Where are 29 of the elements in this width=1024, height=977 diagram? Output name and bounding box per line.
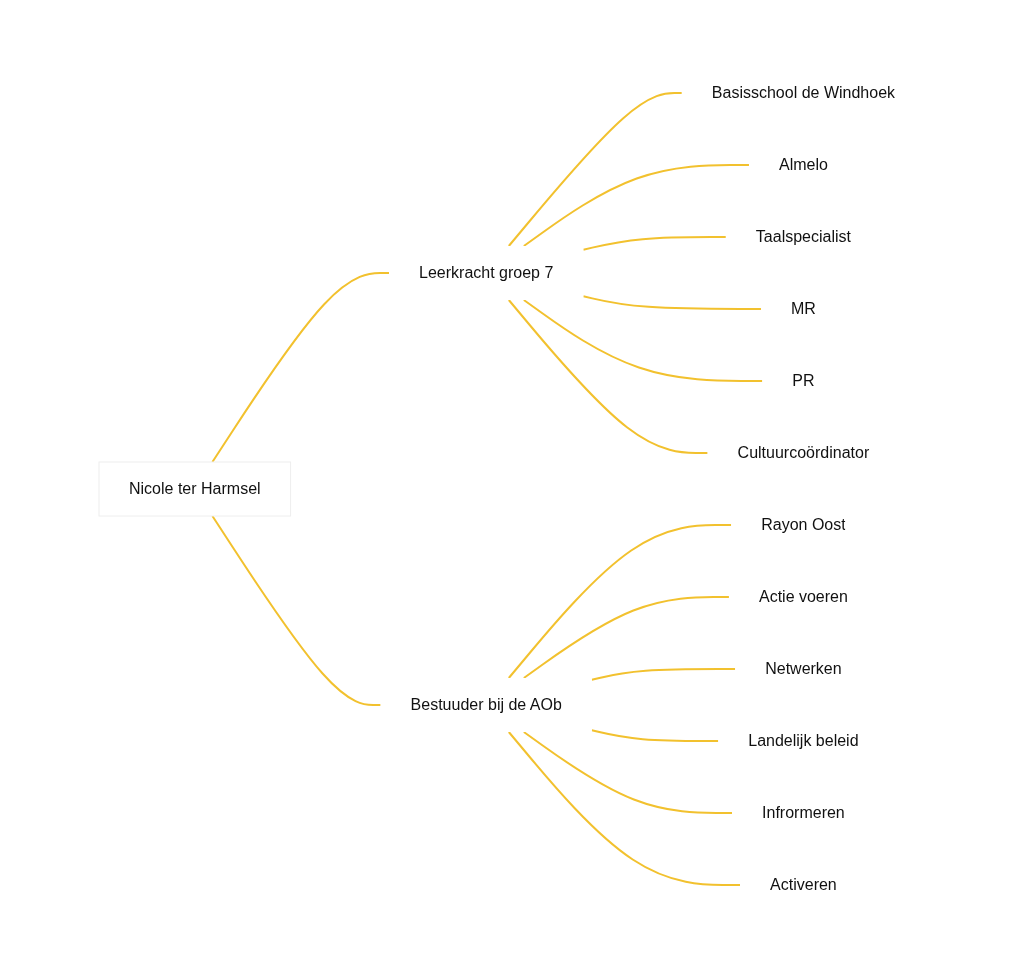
node-text: Landelijk beleid — [748, 731, 859, 749]
connector — [522, 595, 730, 679]
connector — [507, 298, 709, 454]
connector — [582, 294, 762, 310]
node-text: Leerkracht groep 7 — [419, 263, 554, 281]
connector — [507, 730, 742, 886]
connector — [522, 730, 734, 814]
connector — [507, 91, 683, 247]
node-text: Taalspecialist — [755, 227, 851, 245]
node-text: Almelo — [778, 155, 828, 173]
node-text: Netwerken — [765, 659, 842, 677]
node-text: Activeren — [770, 875, 837, 893]
node-text: Rayon Oost — [761, 515, 846, 533]
node-text: Cultuurcoördinator — [737, 443, 870, 461]
node-text: Infrormeren — [762, 803, 845, 821]
connector — [211, 514, 382, 706]
connector — [582, 235, 727, 251]
connector — [211, 271, 391, 463]
node-text: PR — [792, 371, 815, 389]
connector — [590, 728, 720, 742]
node-text: Actie voeren — [758, 587, 848, 605]
connector — [522, 163, 750, 247]
connector — [507, 523, 733, 679]
connector — [522, 298, 764, 382]
node-text: Bestuuder bij de AOb — [410, 695, 562, 713]
node-text: MR — [790, 299, 816, 317]
node-box: Nicole ter Harmsel — [98, 461, 292, 516]
node-text: Basisschool de Windhoek — [711, 83, 896, 101]
connector — [590, 667, 737, 681]
